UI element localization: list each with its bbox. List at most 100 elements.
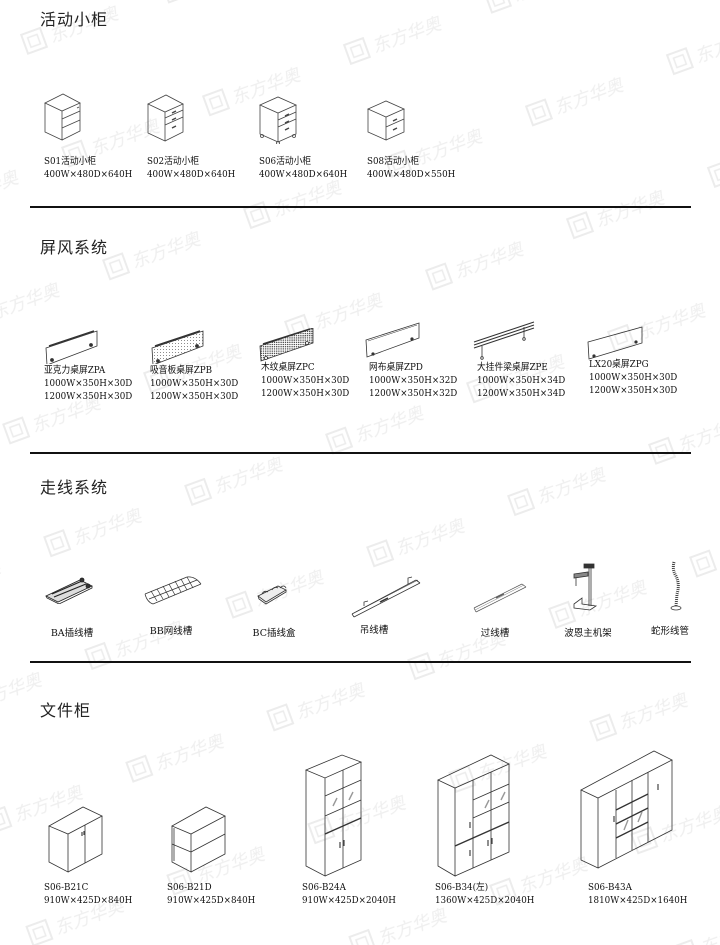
item-dims: 1000W×350H×34D [477,375,566,386]
pedestal-s08-caption: S08活动小柜 400W×480D×550H [367,155,463,181]
item-name: S06活动小柜 [259,156,312,167]
cable-bc[interactable] [256,582,290,606]
cable-ba-caption: BA插线槽 [50,628,94,639]
cable-bb[interactable] [143,572,203,608]
item-dims: 1000W×350H×32D [369,375,458,386]
item-dims: 1000W×350H×30D [261,375,350,386]
section-title-file-cabinets: 文件柜 [40,701,92,720]
pass-tray-icon [473,583,527,613]
item-name: S06-B34(左) [435,882,489,893]
section-divider [30,206,691,208]
item-dims: 1200W×350H×34D [477,388,566,399]
pedestal-s06[interactable] [259,96,299,144]
pedestal-s01-caption: S01活动小柜 400W×480D×640H [44,155,140,181]
cabinet-b24a-caption: S06-B24A 910W×425D×2040H [302,881,404,907]
hanging-tray-icon [351,576,421,618]
item-name: 木纹桌屏ZPC [261,362,315,373]
pedestal-drawing-icon [147,94,184,142]
item-dims: 1200W×350H×32D [369,388,458,399]
item-name: LX20桌屏ZPG [589,359,649,370]
section-divider [30,452,691,454]
socket-box-icon [257,585,287,605]
cabinet-b21c[interactable] [48,806,104,874]
item-dims: 910W×425D×840H [44,895,133,906]
pedestal-s06-caption: S06活动小柜 400W×480D×640H [259,155,355,181]
cable-ba[interactable] [44,574,94,604]
cabinet-b21c-caption: S06-B21C 910W×425D×840H [44,881,140,907]
pedestal-s01[interactable] [44,92,84,144]
pedestal-drawing-icon [367,100,405,141]
section-title-screens: 屏风系统 [40,238,109,257]
item-name: S06-B24A [302,882,346,893]
cabinet-b43a-caption: S06-B43A 1810W×425D×1640H [588,881,696,907]
screen-zpd-caption: 网布桌屏ZPD 1000W×350H×32D 1200W×350H×32D [369,361,465,400]
cpu-holder-icon [573,563,598,611]
screen-zpc[interactable] [258,328,316,362]
pedestal-s02[interactable] [147,93,187,145]
screen-zpe-caption: 大挂件梁桌屏ZPE 1000W×350H×34D 1200W×350H×34D [477,361,573,400]
screen-zpg-caption: LX20桌屏ZPG 1000W×350H×30D 1200W×350H×30D [589,358,685,397]
section-title-mobile-pedestals: 活动小柜 [40,10,109,29]
mesh-tray-icon [144,576,202,605]
section-divider [30,661,691,663]
item-name: 大挂件梁桌屏ZPE [477,362,548,373]
cable-hanging-caption: 吊线槽 [359,625,389,636]
cabinet-b34-caption: S06-B34(左) 1360W×425D×2040H [435,881,543,907]
item-name: S06-B21C [44,882,89,893]
screen-zpb[interactable] [150,330,206,364]
open-low-cabinet-icon [171,806,226,873]
item-dims: 400W×480D×550H [367,169,456,180]
item-dims: 1200W×350H×30D [589,385,678,396]
screen-zpg[interactable] [586,326,644,360]
item-dims: 400W×480D×640H [259,169,348,180]
cabinet-b34[interactable] [437,754,519,878]
cpu-holder[interactable] [568,562,600,612]
item-dims: 1810W×425D×1640H [588,895,688,906]
cable-bb-caption: BB网线槽 [149,626,193,637]
desk-screen-drawing-icon [365,322,420,358]
item-name: 亚克力桌屏ZPA [44,365,106,376]
item-name: 吸音板桌屏ZPB [150,365,213,376]
screen-zpe[interactable] [472,320,538,360]
mid-cabinet-wide-icon [580,750,673,869]
item-name: 网布桌屏ZPD [369,362,423,373]
item-name: S02活动小柜 [147,156,200,167]
cable-hanging[interactable] [350,572,422,618]
item-name: S06-B21D [167,882,212,893]
cpu-holder-caption: 波恩主机架 [564,628,612,639]
screen-zpd[interactable] [364,322,422,358]
cabinet-b43a[interactable] [580,750,676,874]
pedestal-s08[interactable] [367,100,407,144]
item-dims: 910W×425D×2040H [302,895,396,906]
item-dims: 1000W×350H×30D [150,378,239,389]
item-name: S01活动小柜 [44,156,97,167]
screen-zpa-caption: 亚克力桌屏ZPA 1000W×350H×30D 1200W×350H×30D [44,364,140,403]
desk-screen-drawing-icon [473,321,535,360]
cable-snake-caption: 蛇形线管 [650,626,689,637]
socket-tray-icon [45,577,93,604]
screen-zpc-caption: 木纹桌屏ZPC 1000W×350H×30D 1200W×350H×30D [261,361,357,400]
cable-snake[interactable] [664,560,688,612]
tall-cabinet-glass-icon [305,754,363,877]
screen-zpa[interactable] [44,330,100,364]
snake-cable-icon [670,561,682,611]
item-dims: 400W×480D×640H [147,169,236,180]
cable-pass[interactable] [472,580,528,614]
cabinet-b24a[interactable] [305,754,363,878]
item-dims: 1200W×350H×30D [44,391,133,402]
item-dims: 1200W×350H×30D [261,388,350,399]
item-dims: 400W×480D×640H [44,169,133,180]
item-dims: 1360W×425D×2040H [435,895,535,906]
item-dims: 1000W×350H×30D [589,372,678,383]
cabinet-b21d[interactable] [171,806,227,874]
item-name: S06-B43A [588,882,632,893]
item-dims: 1000W×350H×30D [44,378,133,389]
desk-screen-drawing-icon [45,330,98,364]
item-dims: 910W×425D×840H [167,895,256,906]
item-name: S08活动小柜 [367,156,420,167]
cabinet-b21d-caption: S06-B21D 910W×425D×840H [167,881,263,907]
pedestal-s02-caption: S02活动小柜 400W×480D×640H [147,155,243,181]
tall-cabinet-wide-icon [437,754,510,877]
cable-bc-caption: BC插线盒 [252,628,296,639]
screen-zpb-caption: 吸音板桌屏ZPB 1000W×350H×30D 1200W×350H×30D [150,364,246,403]
